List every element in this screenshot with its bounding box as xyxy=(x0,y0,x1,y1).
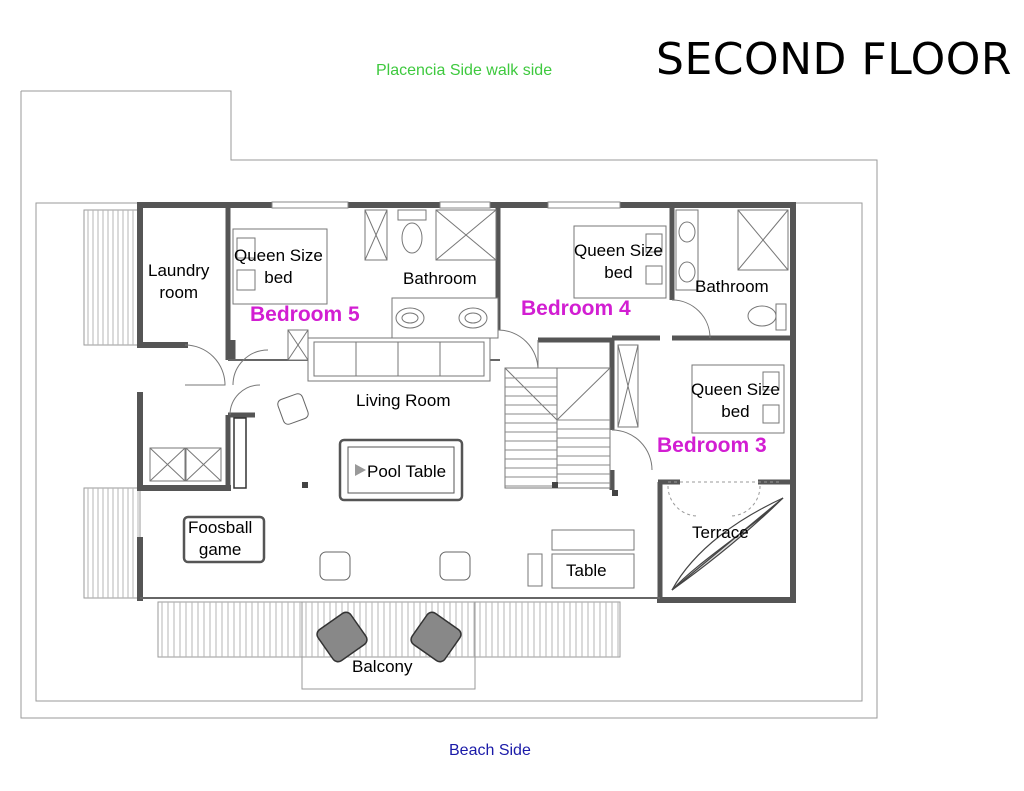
bedroom4-name: Bedroom 4 xyxy=(521,297,631,320)
bedroom4-bed-label: Queen Size bed xyxy=(574,241,663,282)
bedroom5-name: Bedroom 5 xyxy=(250,303,360,326)
street-side-label: Placencia Side walk side xyxy=(376,62,553,79)
lot-outline xyxy=(20,90,878,719)
balcony-outline xyxy=(301,601,476,690)
living-room-label: Living Room xyxy=(356,391,451,410)
balcony-label: Balcony xyxy=(352,657,413,676)
bedroom5-bed-label: Queen Size bed xyxy=(234,246,323,287)
page-title: SECOND FLOOR xyxy=(656,34,1012,85)
bathroom1-label: Bathroom xyxy=(403,269,477,288)
pool-table-label: Pool Table xyxy=(367,462,447,481)
bathroom2-label: Bathroom xyxy=(695,277,769,296)
laundry-room-label: Laundry room xyxy=(148,261,210,302)
left-deck-upper xyxy=(83,209,141,346)
terrace-label: Terrace xyxy=(692,523,749,542)
table-label: Table xyxy=(566,561,607,580)
bottom-deck xyxy=(157,601,621,658)
left-deck-lower xyxy=(83,487,141,599)
bedroom3-bed-label: Queen Size bed xyxy=(691,380,780,421)
bedroom3-name: Bedroom 3 xyxy=(657,434,767,457)
beach-side-label: Beach Side xyxy=(449,742,531,759)
foosball-label: Foosball game xyxy=(188,518,253,559)
